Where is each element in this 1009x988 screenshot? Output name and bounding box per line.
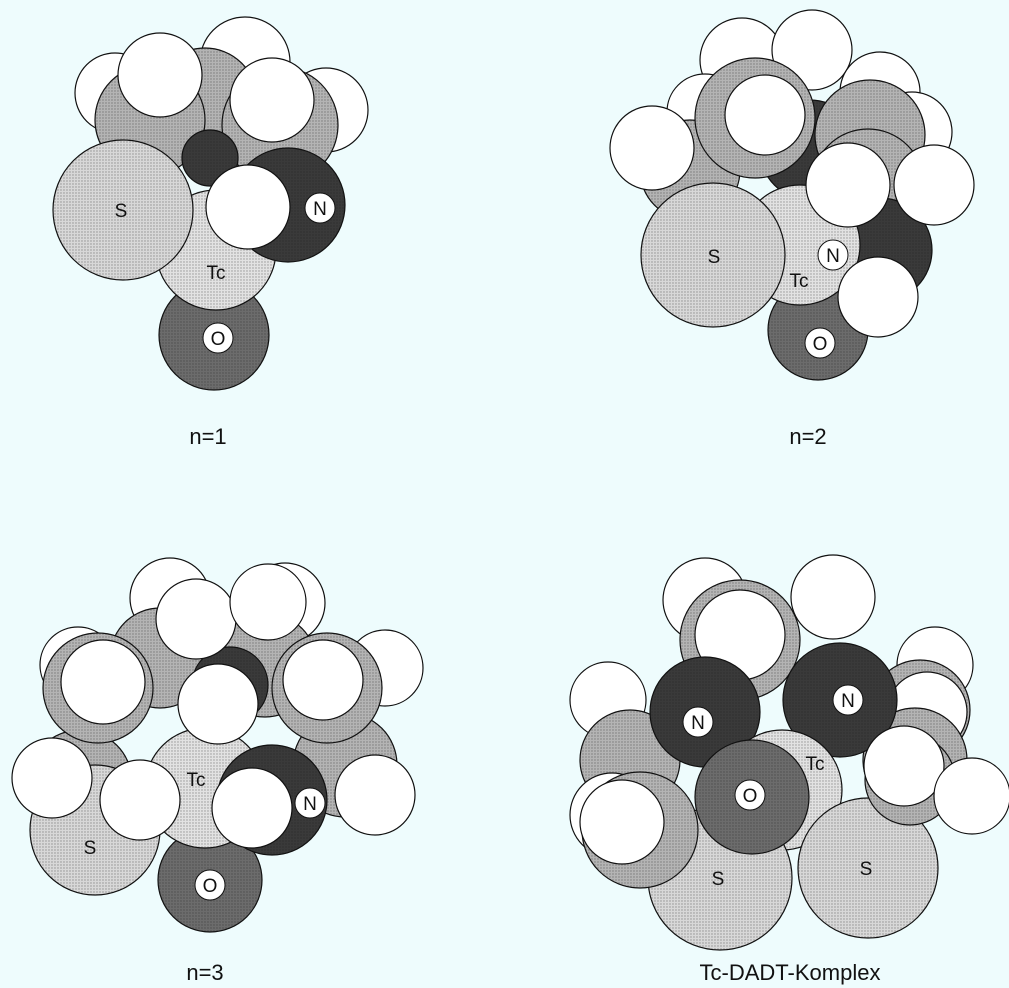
- panel-caption: n=2: [789, 424, 826, 449]
- label-disc: [832, 684, 864, 716]
- sulfur-label: S: [860, 859, 873, 880]
- technetium-label: Tc: [806, 754, 825, 775]
- hydrogen-atom: [117, 32, 203, 118]
- hydrogen-atom: [579, 779, 665, 865]
- label-disc: [817, 239, 849, 271]
- technetium-label: Tc: [187, 770, 206, 791]
- panel-caption: n=1: [189, 424, 226, 449]
- hydrogen-atom: [282, 639, 364, 721]
- sulfur-label: S: [115, 201, 128, 222]
- hydrogen-atom: [334, 754, 416, 836]
- hydrogen-atom: [724, 74, 806, 156]
- hydrogen-atom: [155, 578, 237, 660]
- hydrogen-atom: [99, 759, 181, 841]
- nitrogen-label: N: [313, 199, 327, 220]
- nitrogen-label: N: [841, 691, 855, 712]
- panel-tc-dadt: N N Tc O S S Tc-DADT-Komplex: [569, 554, 1009, 985]
- nitrogen-label: N: [691, 713, 705, 734]
- hydrogen-atom: [205, 164, 291, 250]
- panel-caption: n=3: [186, 960, 223, 985]
- panel-n3: Tc S N O n=3: [11, 557, 424, 985]
- oxygen-label: O: [211, 329, 226, 350]
- hydrogen-atom: [790, 554, 876, 640]
- hydrogen-atom: [229, 563, 307, 641]
- label-disc: [294, 787, 326, 819]
- label-disc: [734, 779, 766, 811]
- hydrogen-atom: [893, 144, 975, 226]
- hydrogen-atom: [805, 142, 891, 228]
- label-disc: [304, 192, 336, 224]
- label-disc: [682, 706, 714, 738]
- panel-caption: Tc-DADT-Komplex: [700, 960, 881, 985]
- hydrogen-atom: [11, 737, 93, 819]
- hydrogen-atom: [933, 757, 1009, 835]
- panel-n2: S Tc N O n=2: [609, 9, 975, 449]
- nitrogen-label: N: [303, 794, 317, 815]
- technetium-label: Tc: [790, 271, 809, 292]
- hydrogen-atom: [229, 57, 315, 143]
- nitrogen-label: N: [826, 246, 840, 267]
- sulfur-label: S: [708, 247, 721, 268]
- hydrogen-atom: [863, 725, 945, 807]
- hydrogen-atom: [211, 767, 293, 849]
- label-disc: [194, 869, 226, 901]
- hydrogen-atom: [837, 256, 919, 338]
- sulfur-label: S: [84, 838, 97, 859]
- technetium-label: Tc: [207, 263, 226, 284]
- hydrogen-atom: [60, 639, 146, 725]
- oxygen-label: O: [813, 334, 828, 355]
- sulfur-label: S: [712, 869, 725, 890]
- label-disc: [202, 322, 234, 354]
- label-disc: [804, 327, 836, 359]
- oxygen-label: O: [203, 876, 218, 897]
- oxygen-label: O: [743, 786, 758, 807]
- panel-n1: S Tc N O n=1: [52, 16, 369, 449]
- hydrogen-atom: [177, 663, 259, 745]
- hydrogen-atom: [609, 105, 695, 191]
